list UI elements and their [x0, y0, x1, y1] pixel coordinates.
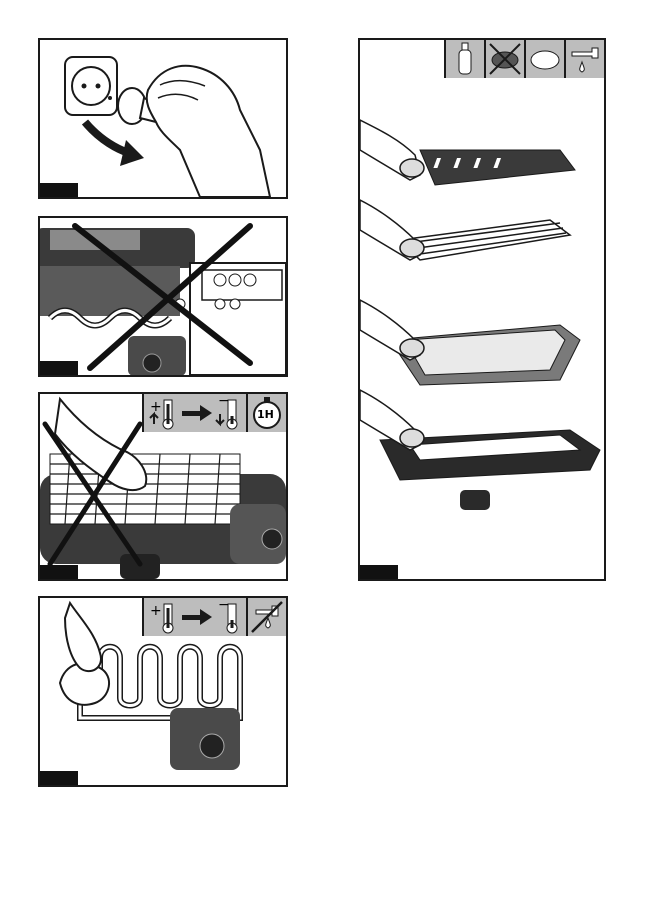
- svg-text:+: +: [150, 603, 162, 619]
- timer-label: 1H: [257, 408, 274, 421]
- panel-wash-parts: [358, 38, 606, 581]
- hand: [65, 603, 101, 671]
- wash-parts-illustration: [360, 40, 604, 579]
- timer-icon: 1H: [246, 394, 286, 432]
- step-tag: [40, 565, 78, 579]
- step-tag: [40, 771, 78, 785]
- icon-bar: [444, 40, 604, 78]
- unplug-illustration: [40, 40, 286, 197]
- thermo-transition: + −: [142, 394, 246, 432]
- sponge: [400, 159, 424, 177]
- step-tag: [40, 183, 78, 197]
- thermo-transition: + −: [142, 598, 246, 636]
- sponge-icon: [524, 40, 564, 78]
- no-scourer-icon: [484, 40, 524, 78]
- cold-sign: −: [218, 597, 230, 613]
- svg-text:+: +: [150, 399, 162, 415]
- step-tag: [40, 361, 78, 375]
- hand: [147, 66, 270, 197]
- step-tag: [360, 565, 398, 579]
- panel-unplug: [38, 38, 288, 199]
- grill-grid: [400, 220, 570, 260]
- plug-socket-icon: [65, 57, 117, 115]
- sponge: [400, 339, 424, 357]
- panel-no-dishwasher: [38, 216, 288, 377]
- cold-sign: −: [218, 393, 230, 409]
- panel-wipe-element: + −: [38, 596, 288, 787]
- icon-bar: + −: [142, 598, 286, 636]
- thermometer-hot-icon: +: [150, 399, 173, 429]
- sponge: [400, 429, 424, 447]
- panel-cool-one-hour: + − 1H: [38, 392, 288, 581]
- no-dishwasher-illustration: [40, 218, 286, 375]
- icon-bar: + − 1H: [142, 394, 286, 432]
- no-water-icon: [246, 598, 286, 636]
- detergent-bottle-icon: [444, 40, 484, 78]
- tap-icon: [564, 40, 604, 78]
- sponge: [400, 239, 424, 257]
- arrow-right-icon: [182, 405, 212, 421]
